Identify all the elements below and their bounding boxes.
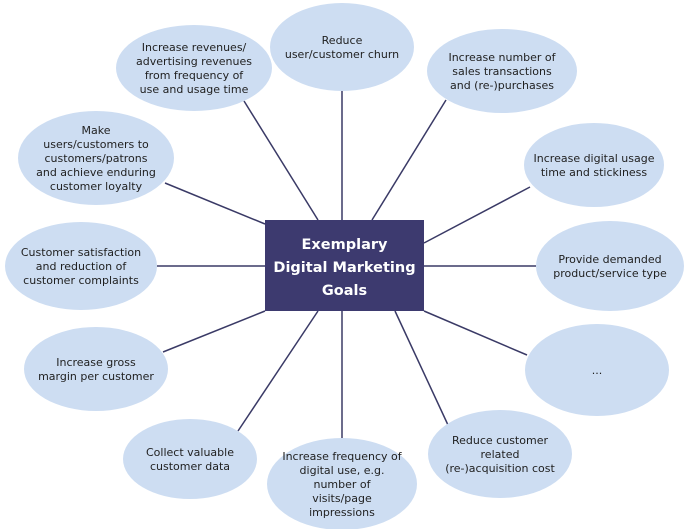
goal-ellipse [18, 111, 174, 205]
goal-label-line: Increase number of [448, 51, 556, 64]
goal-label-line: and reduction of [36, 260, 128, 273]
goal-label-line: Increase frequency of [282, 450, 402, 463]
goal-ellipse [536, 221, 684, 311]
goal-label-line: (re-)acquisition cost [445, 462, 555, 475]
goal-label-line: customer complaints [23, 274, 139, 287]
goal-label-line: visits/page [312, 492, 372, 505]
goal-ellipse [123, 419, 257, 499]
goal-label-line: Collect valuable [146, 446, 234, 459]
center-label-line-3: Goals [322, 283, 367, 299]
goal-label-line: related [481, 448, 520, 461]
center-label-line-2: Digital Marketing [273, 260, 415, 276]
goal-label-line: impressions [309, 506, 375, 519]
goal-ellipse [267, 438, 417, 529]
connector-increase-revenues [243, 100, 319, 221]
connector-reduce-acquisition-cost [394, 310, 449, 426]
goal-ellipse [24, 327, 168, 411]
goal-label-line: product/service type [553, 267, 667, 280]
connector-ellipsis [423, 310, 528, 356]
goal-label-line: use and usage time [140, 83, 249, 96]
goal-label-line: ... [592, 364, 603, 377]
goal-label-line: customers/patrons [45, 152, 148, 165]
goal-label-line: Reduce customer [452, 434, 548, 447]
goal-ellipse [524, 123, 664, 207]
goal-label-line: Reduce [322, 34, 363, 47]
connector-increase-digital-usage-time [423, 186, 531, 244]
goal-label-line: customer data [150, 460, 230, 473]
goal-ellipse [116, 25, 272, 111]
connector-customer-loyalty [164, 182, 266, 225]
connector-increase-sales-transactions [371, 99, 447, 221]
goal-ellipse [525, 324, 669, 416]
center-label-line-1: Exemplary [302, 237, 388, 253]
connector-collect-customer-data [237, 310, 319, 432]
goal-label-line: users/customers to [43, 138, 149, 151]
goal-label-line: and (re-)purchases [450, 79, 554, 92]
goal-label-line: from frequency of [145, 69, 244, 82]
goal-label-line: Make [82, 124, 111, 137]
goal-label-line: user/customer churn [285, 48, 399, 61]
connector-increase-gross-margin [162, 310, 266, 353]
goal-label-line: and achieve enduring [36, 166, 156, 179]
goal-increase-revenues: Increase revenues/advertising revenuesfr… [116, 25, 272, 111]
goal-label-line: number of [313, 478, 371, 491]
goal-label-line: sales transactions [452, 65, 552, 78]
goal-label-line: advertising revenues [136, 55, 252, 68]
connectors [157, 91, 536, 438]
goal-ellipse [5, 222, 157, 310]
goal-ellipsis: ... [525, 324, 669, 416]
goal-ellipse [270, 3, 414, 91]
goal-label-line: Customer satisfaction [21, 246, 141, 259]
center-node: Exemplary Digital Marketing Goals [265, 220, 424, 311]
goal-label-line: time and stickiness [541, 166, 648, 179]
goal-ellipse [428, 410, 572, 498]
goal-label-line: Increase revenues/ [142, 41, 247, 54]
goal-label-line: margin per customer [38, 370, 154, 383]
goal-label-line: Increase gross [56, 356, 136, 369]
goal-label-line: customer loyalty [50, 180, 143, 193]
center-box [265, 220, 424, 311]
goal-label-line: Provide demanded [558, 253, 661, 266]
goal-label-line: Increase digital usage [534, 152, 655, 165]
goal-label-line: digital use, e.g. [300, 464, 385, 477]
goal-ellipse [427, 29, 577, 113]
